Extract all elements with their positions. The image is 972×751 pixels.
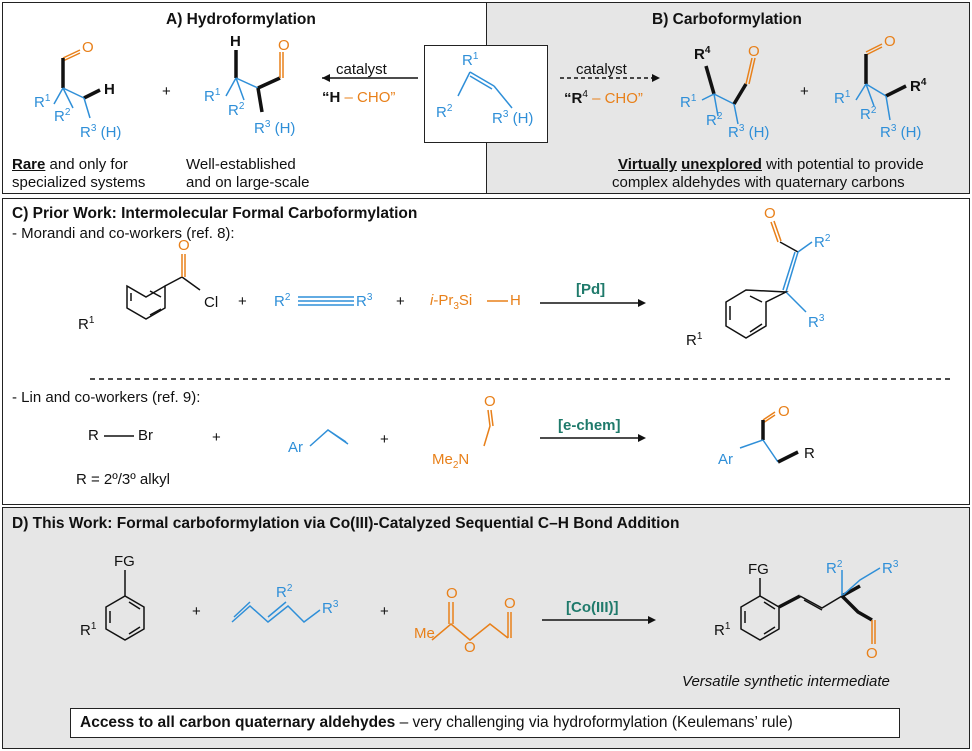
silane-h: H: [510, 292, 521, 309]
lin-product-r: R: [804, 445, 815, 462]
arene-r1: R1: [80, 621, 97, 639]
panel-a-title: A) Hydroformylation: [166, 11, 316, 28]
morandi-plus-1: +: [238, 293, 247, 310]
b-right-oxygen: O: [884, 33, 896, 50]
panel-d-plus-2: +: [380, 603, 389, 620]
right-r2: R2: [228, 101, 245, 119]
arene-fg: FG: [114, 553, 135, 570]
panel-b-plus: +: [800, 83, 809, 100]
b-left-r2: R2: [706, 111, 723, 129]
product-caption: Versatile synthetic intermediate: [682, 673, 890, 690]
silane: i-Pr3Si: [430, 292, 473, 312]
right-aldehyde-oxygen: O: [278, 37, 290, 54]
morandi-product-oxygen: O: [764, 205, 776, 222]
b-right-r1: R1: [834, 89, 851, 107]
morandi-carbonyl-oxygen: O: [178, 237, 190, 254]
lin-r: R: [88, 427, 99, 444]
b-left-oxygen: O: [748, 43, 760, 60]
panel-b-arrow-label: catalyst: [576, 61, 627, 78]
alkyne-r3: R3: [356, 292, 373, 310]
b-right-r2: R2: [860, 105, 877, 123]
left-r2: R2: [54, 107, 71, 125]
panel-a-arrow-label: catalyst: [336, 61, 387, 78]
panel-b: [486, 2, 970, 194]
alkene-r3: R3 (H): [492, 109, 534, 127]
product-r3: R3: [882, 559, 899, 577]
morandi-plus-2: +: [396, 293, 405, 310]
panel-b-reagent: “R4 – CHO”: [564, 89, 643, 107]
footer-box: [70, 708, 900, 738]
left-h: H: [104, 81, 115, 98]
b-left-r3: R3 (H): [728, 123, 770, 141]
footer-text: Access to all carbon quaternary aldehyde…: [80, 714, 793, 731]
panel-b-title: B) Carboformylation: [652, 11, 802, 28]
e-chem-catalyst: [e-chem]: [558, 417, 621, 434]
b-right-r4: R4: [910, 77, 927, 95]
lin-plus-1: +: [212, 429, 221, 446]
dmf-amine: Me2N: [432, 451, 470, 471]
lin-br: Br: [138, 427, 153, 444]
lin-plus-2: +: [380, 431, 389, 448]
styrene-ar: Ar: [288, 439, 303, 456]
anhydride-o1: O: [446, 585, 458, 602]
right-h: H: [230, 33, 241, 50]
center-alkene-box: [424, 45, 548, 143]
dmf-oxygen: O: [484, 393, 496, 410]
morandi-product-r2: R2: [814, 233, 831, 251]
lin-r-definition: R = 2º/3º alkyl: [76, 471, 170, 488]
b-left-r4: R4: [694, 45, 711, 63]
co-catalyst: [Co(III)]: [566, 599, 619, 616]
morandi-product-r1: R1: [686, 331, 703, 349]
morandi-product-r3: R3: [808, 313, 825, 331]
panel-a-reagent: “H – CHO”: [322, 89, 396, 106]
left-r1: R1: [34, 93, 51, 111]
b-right-r3: R3 (H): [880, 123, 922, 141]
lin-label: - Lin and co-workers (ref. 9):: [12, 389, 201, 406]
right-r1: R1: [204, 87, 221, 105]
anhydride-o2: O: [464, 639, 476, 656]
right-r3: R3 (H): [254, 119, 296, 137]
panel-d-plus-1: +: [192, 603, 201, 620]
product-oxygen: O: [866, 645, 878, 662]
left-r3: R3 (H): [80, 123, 122, 141]
anhydride-me: Me: [414, 625, 435, 642]
diene-r2: R2: [276, 583, 293, 601]
morandi-r1: R1: [78, 315, 95, 333]
pd-catalyst: [Pd]: [576, 281, 606, 298]
diene-r3: R3: [322, 599, 339, 617]
anhydride-o3: O: [504, 595, 516, 612]
morandi-cl: Cl: [204, 294, 219, 311]
panel-b-caption: Virtually unexplored with potential to p…: [612, 156, 924, 191]
lin-product-oxygen: O: [778, 403, 790, 420]
alkene-r1: R1: [462, 51, 479, 69]
panel-d-title: D) This Work: Formal carboformylation vi…: [12, 515, 680, 532]
panel-c: [2, 198, 970, 505]
morandi-label: - Morandi and co-workers (ref. 8):: [12, 225, 235, 242]
lin-product-ar: Ar: [718, 451, 733, 468]
b-left-r1: R1: [680, 93, 697, 111]
product-r1: R1: [714, 621, 731, 639]
alkene-r2: R2: [436, 103, 453, 121]
aldehyde-oxygen: O: [82, 39, 94, 56]
product-r2: R2: [826, 559, 843, 577]
panel-c-title: C) Prior Work: Intermolecular Formal Car…: [12, 205, 418, 222]
panel-a-plus: +: [162, 83, 171, 100]
product-fg: FG: [748, 561, 769, 578]
alkyne-r2: R2: [274, 292, 291, 310]
